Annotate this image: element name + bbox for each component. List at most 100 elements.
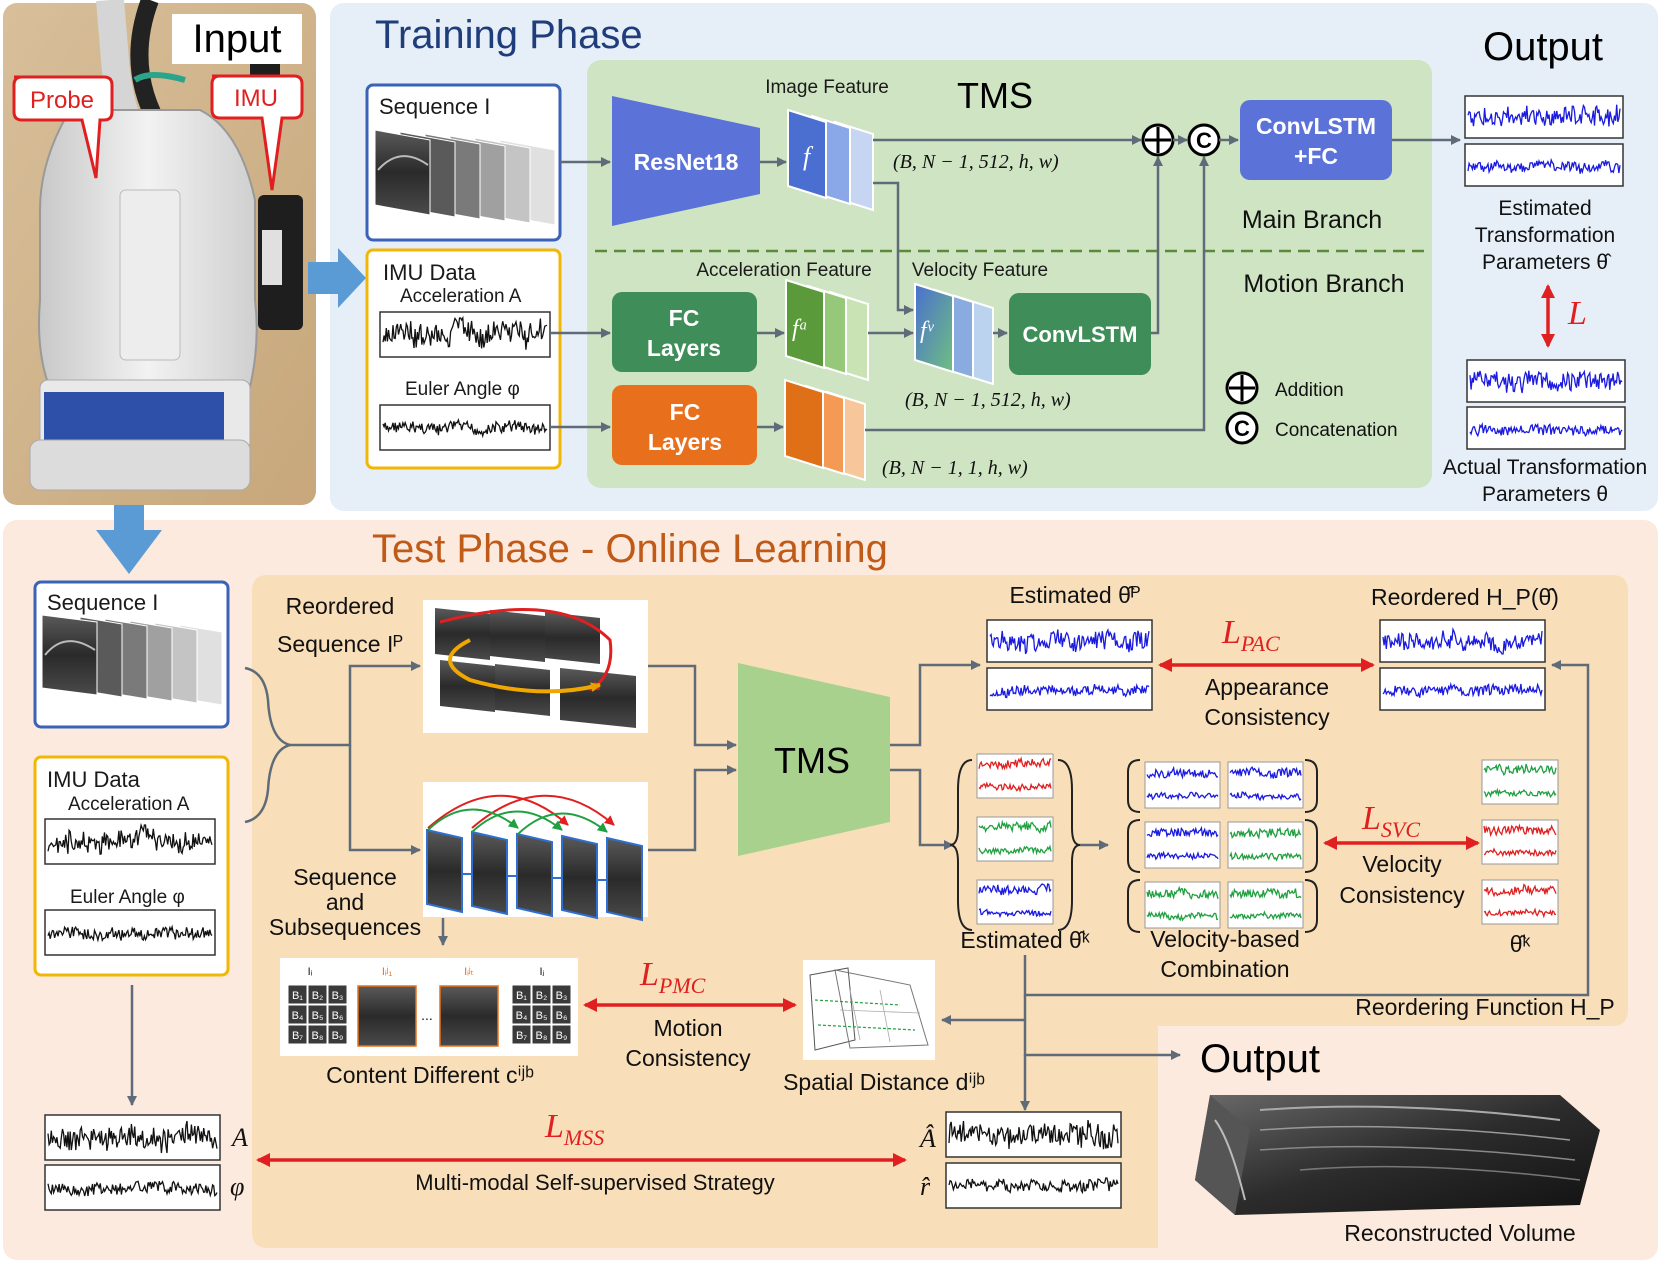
fc-acc-line1: FC (669, 305, 700, 331)
vc-s3b (1146, 850, 1219, 861)
velocity-line2: Consistency (1339, 882, 1465, 908)
grid-cell (511, 984, 532, 1005)
lpmc-label: LPMC (639, 956, 706, 998)
estimated-p-label: Estimated θ̂ᴾ (1009, 582, 1140, 608)
signal-trace (1229, 851, 1302, 862)
probe-label: Probe (30, 87, 94, 114)
signal-trace (978, 883, 1052, 897)
signal-trace (47, 924, 213, 943)
content-frame-2 (439, 985, 499, 1047)
subseq-line1: Sequence (293, 864, 397, 890)
grid-cell (531, 1004, 552, 1025)
grid-cell-label: B₁ (516, 990, 527, 1002)
reordering-function-label: Reordering Function H_P (1355, 994, 1615, 1020)
est-k-signal-2b (978, 844, 1052, 856)
test-acc-signal (47, 822, 213, 856)
act-signal-1 (1469, 369, 1623, 394)
convlstm-fc-block (1240, 100, 1392, 180)
grid-cell-label: B₇ (292, 1030, 303, 1042)
vc-s2b (1229, 791, 1302, 802)
est-plot-1 (1464, 95, 1624, 139)
imu-callout: IMU (210, 74, 304, 191)
signal-trace (1483, 847, 1557, 858)
test-output-title: Output (1200, 1037, 1320, 1081)
svg-text:C: C (1196, 128, 1212, 153)
acc-feature-stack (785, 278, 825, 370)
grid-cell-label: B₄ (292, 1010, 304, 1022)
est-k-signal-3b (978, 907, 1052, 919)
grid-cell (511, 1024, 532, 1045)
tms-connectors (648, 660, 981, 852)
grid-cell (327, 1024, 348, 1045)
tms-label-test: TMS (774, 740, 850, 781)
dim-label-2: (B, N − 1, 512, h, w) (905, 389, 1071, 411)
test-euler-signal (47, 924, 213, 943)
acc-feature-label: Acceleration Feature (696, 260, 871, 281)
input-to-training-arrow (308, 248, 366, 308)
test-title: Test Phase - Online Learning (372, 527, 888, 571)
grid-cell (307, 1004, 328, 1025)
input-to-test-arrow (96, 505, 162, 574)
training-imu-label: IMU Data (383, 260, 477, 285)
grid-cell-label: B₃ (556, 990, 568, 1002)
svg-text:C: C (1234, 416, 1250, 441)
bottom-rhat-signal (948, 1177, 1119, 1195)
grid-cell (551, 984, 572, 1005)
test-euler-label: Euler Angle φ (70, 887, 185, 908)
bottom-ahat-signal (948, 1119, 1119, 1150)
signal-trace (978, 819, 1052, 835)
grid-cell-label: B₄ (516, 1010, 528, 1022)
est-signal-2 (1467, 157, 1621, 175)
legend-addition-label: Addition (1275, 380, 1344, 401)
signal-trace (1229, 826, 1302, 840)
concat-op: C (1187, 123, 1221, 157)
grid-cell (531, 1024, 552, 1045)
reordered-seq-line1: Reordered (286, 593, 395, 619)
theta-k-label: θ̂ᵏ (1510, 931, 1531, 957)
fc-acc-line2: Layers (647, 335, 721, 361)
vc-s6b (1229, 910, 1302, 921)
est-k-signal-2a (978, 819, 1052, 835)
training-loss-label: L (1567, 295, 1587, 332)
reord-h-signal-2 (1382, 681, 1543, 698)
signal-trace (1229, 910, 1302, 921)
est-p-signal-2 (989, 682, 1150, 699)
signal-trace (382, 417, 548, 439)
tk-s1b (1483, 787, 1557, 799)
training-connectors (550, 135, 1461, 432)
convlstm-fc-line1: ConvLSTM (1256, 113, 1376, 139)
signal-trace (47, 822, 213, 856)
signal-trace (978, 756, 1052, 771)
input-title-box (172, 14, 302, 64)
tk-s3b (1483, 907, 1557, 919)
signal-trace (1146, 885, 1219, 901)
bottom-a-plot (44, 1114, 221, 1161)
grid-right-j-label: Iⱼ (540, 966, 545, 978)
reconstructed-volume (1195, 1095, 1600, 1215)
est-params-line3: Parameters θ̂ (1482, 251, 1612, 274)
signal-trace (1146, 825, 1219, 838)
grid-cell (511, 1004, 532, 1025)
act-params-line1: Actual Transformation (1443, 456, 1647, 479)
training-sequence-frames (374, 129, 556, 226)
subseq-line2: and (326, 889, 364, 915)
training-sequence-label: Sequence I (379, 94, 490, 119)
mss-label: Multi-modal Self-supervised Strategy (415, 1170, 774, 1195)
signal-trace (1483, 823, 1557, 838)
content-diff-label: Content Different cⁱʲᵇ (326, 1062, 534, 1088)
grid-cell-label: B₈ (312, 1030, 324, 1042)
spatial-dist-graphic (809, 967, 929, 1051)
grid-cell-label: B₉ (556, 1030, 568, 1042)
appearance-line2: Consistency (1204, 704, 1330, 730)
signal-trace (382, 315, 548, 350)
imu-label: IMU (234, 85, 278, 112)
vc-s4a (1229, 826, 1302, 840)
signal-trace (1467, 103, 1621, 127)
convlstm-block (1009, 293, 1151, 375)
signal-trace (1146, 850, 1219, 861)
vc-s4b (1229, 851, 1302, 862)
grid-cell-label: B₃ (332, 990, 344, 1002)
training-acceleration-label: Acceleration A (400, 286, 522, 307)
training-acc-signal (382, 315, 548, 350)
